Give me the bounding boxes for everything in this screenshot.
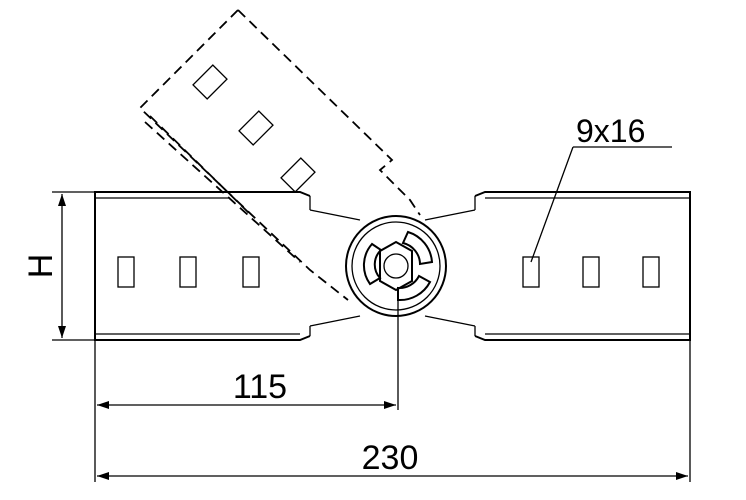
hex-nut [379,240,413,292]
slot-size-label: 9x16 [576,113,645,149]
slot [117,256,135,288]
slot [179,256,197,288]
arc-slot [397,274,432,302]
rotated-slot [192,64,228,100]
arc-slot [401,230,434,266]
half-length-dimension: 115 [94,290,399,482]
height-label: H [22,254,60,279]
slot-callout: 9x16 [530,113,672,263]
total-length-label: 230 [362,439,419,477]
hinge-joint [345,215,447,317]
rotated-slot [238,110,274,146]
slot [642,256,660,288]
left-section [94,191,361,341]
rotated-slot [280,157,316,193]
slot [522,256,540,288]
half-length-label: 115 [233,368,287,406]
right-section [424,191,691,341]
slot [242,256,260,288]
total-length-dimension: 230 [97,340,691,482]
arc-slot [362,242,383,286]
height-dimension: H [22,191,95,341]
slot [582,256,600,288]
